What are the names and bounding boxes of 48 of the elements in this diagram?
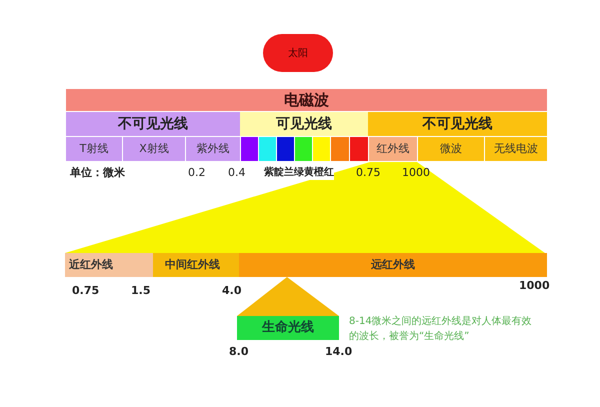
scale-label: 1000 [402,165,430,181]
scale-label: 1000 [519,278,550,294]
scale-label: 14.0 [325,344,352,360]
node-label: 太阳 [288,46,308,60]
scale-label: 单位：微米 [70,165,125,181]
node-label: 无线电波 [494,140,538,157]
color-swatch [259,137,276,161]
infrared-band [239,253,547,277]
spectrum-band [66,137,122,161]
infrared-band [65,253,153,277]
scale-label: 紫靛兰绿黄橙红 [264,165,334,180]
node-label: 中间红外线 [165,256,220,273]
infrared-band [153,253,239,277]
spectrum-band [186,137,240,161]
node-label: 不可见光线 [422,114,492,134]
node-label: 可见光线 [276,114,332,134]
scale-label: 0.75 [356,165,380,181]
node-label: 远红外线 [371,256,415,273]
node-label: 近红外线 [69,256,113,273]
color-swatch [331,137,349,161]
scale-label: 0.2 [188,165,206,181]
scale-label: 4.0 [222,283,242,299]
note-text: 8-14微米之间的远红外线是对人体最有效的波长，被誉为“生命光线” [349,314,533,344]
scale-label: 8.0 [229,344,248,360]
node-label: 电磁波 [284,90,329,111]
scale-label: 1.5 [131,283,150,299]
node-label: 微波 [440,140,462,157]
node-label: 红外线 [376,140,410,157]
node-label: T射线 [80,140,108,157]
spectrum-band [369,137,417,161]
color-swatch [295,137,312,161]
spectrum-band [66,89,547,111]
scale-label: 0.4 [228,165,246,181]
scale-label: 0.75 [72,283,100,299]
color-swatch [350,137,368,161]
color-swatch [241,137,258,161]
node-label: 生命光线 [262,319,314,338]
spectrum-band [485,137,547,161]
node-label: X射线 [139,140,169,157]
spectrum-band [368,112,547,136]
spectrum-band [123,137,185,161]
spectrum-band [240,112,368,136]
node-label: 紫外线 [196,140,230,157]
spectrum-band [66,112,240,136]
color-swatch [277,137,294,161]
spectrum-band [418,137,484,161]
color-swatch [313,137,330,161]
node-label: 不可见光线 [118,114,188,134]
